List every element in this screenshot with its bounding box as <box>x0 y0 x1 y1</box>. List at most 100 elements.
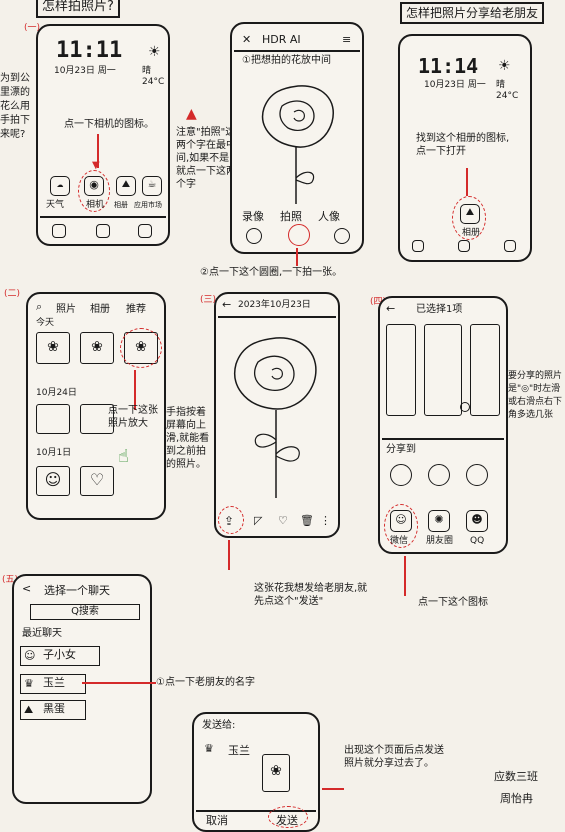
step-mark-3: (三) <box>200 295 217 305</box>
phone-dock-icon[interactable] <box>52 224 66 238</box>
arrow-to-album <box>466 168 468 196</box>
phone-share-sheet: ← 已选择1项 分享到 ☺ ✺ ☻ 微信 朋友圈 QQ <box>378 296 508 554</box>
camera-mode-portrait[interactable]: 人像 <box>318 210 340 223</box>
share-divider <box>382 438 504 440</box>
weather-app-icon[interactable]: ☁ <box>50 176 70 196</box>
photo-thumb-6[interactable]: ☺ <box>36 466 70 496</box>
cancel-button[interactable]: 取消 <box>206 814 228 827</box>
chat-avatar-1: ☺ <box>24 649 36 662</box>
moments-icon[interactable]: ✺ <box>428 510 450 532</box>
chat-select-title: 选择一个聊天 <box>44 584 110 597</box>
clock-time: 11:11 <box>56 38 123 63</box>
contact-circle-2[interactable] <box>428 464 450 486</box>
contact-circle-1[interactable] <box>390 464 412 486</box>
camera-mode-photo[interactable]: 拍照 <box>280 210 302 223</box>
recipient-name: 玉兰 <box>228 744 250 757</box>
camera-top-bar: HDR AI <box>262 33 301 46</box>
back-arrow-icon[interactable]: ← <box>222 298 232 311</box>
contacts-dock-icon[interactable] <box>96 224 110 238</box>
thumbnail-preview[interactable] <box>246 228 262 244</box>
album-highlight <box>452 196 486 240</box>
selected-photo-1[interactable] <box>386 324 416 416</box>
photo-highlight <box>120 328 162 368</box>
clock-time-2: 11:14 <box>418 54 479 78</box>
swipe-hand-icon: ☝ <box>118 446 129 467</box>
chat-row-3[interactable]: 黑蛋 <box>20 700 86 720</box>
chat-avatar-3: ⛰ <box>24 703 34 716</box>
clock-date-2: 10月23日 周一 <box>424 80 486 90</box>
photo-thumb-1[interactable]: ❀ <box>36 332 70 364</box>
section-oct1: 10月1日 <box>36 448 72 458</box>
switch-camera-icon[interactable] <box>334 228 350 244</box>
note-tap-friend: ①点一下老朋友的名字 <box>156 677 255 688</box>
messages-dock-icon[interactable] <box>138 224 152 238</box>
phone-home-screen: 11:11 10月23日 周一 ☀ 晴 24°C ☁ ◉ ⛰ ☕ 天气 相机 相… <box>36 24 170 246</box>
photo-thumb-4[interactable] <box>36 404 70 434</box>
share-back-icon[interactable]: ← <box>386 302 396 315</box>
settings-icon[interactable]: ≡ <box>342 33 352 46</box>
tab-photos[interactable]: 照片 <box>56 304 76 315</box>
share-highlight <box>218 506 244 534</box>
photo-thumb-5[interactable] <box>80 404 114 434</box>
chat-row-1[interactable]: 子小女 <box>20 646 100 666</box>
chat-name-3: 黑蛋 <box>43 702 65 715</box>
search-box[interactable]: Q搜索 <box>30 604 140 620</box>
favorite-icon[interactable]: ♡ <box>278 514 288 527</box>
qq-icon[interactable]: ☻ <box>466 510 488 532</box>
left-title: 怎样拍照片? <box>36 0 120 18</box>
gallery-search-icon[interactable]: ⌕ <box>36 300 43 313</box>
contacts-dock-icon-2[interactable] <box>458 240 470 252</box>
sun-icon: ☀ <box>148 44 161 60</box>
photo-thumb-7[interactable]: ♡ <box>80 466 114 496</box>
delete-icon[interactable]: 🗑 <box>300 514 314 527</box>
selected-photo-2[interactable] <box>424 324 462 416</box>
tab-recommend[interactable]: 推荐 <box>126 304 146 315</box>
app-label-qq: QQ <box>470 536 485 546</box>
arrow-to-send <box>322 788 344 790</box>
app-label-wechat: 微信 <box>390 536 409 546</box>
selected-photo-3[interactable] <box>470 324 500 416</box>
phone-photo-view: ← 2023年10月23日 ⇪ ◸ ♡ 🗑 ⋮ <box>214 292 340 538</box>
app-label-camera: 相机 <box>86 200 105 210</box>
step-mark-1: (一) <box>24 23 41 33</box>
shutter-button[interactable] <box>288 224 310 246</box>
selected-check-icon[interactable] <box>460 402 470 412</box>
share-to-label: 分享到 <box>386 444 416 455</box>
note-selected: 要分享的照片是"◎"时左滑或右滑点右下角多选几张 <box>508 371 563 420</box>
flash-icon[interactable]: ✕ <box>242 33 252 46</box>
messages-dock-icon-2[interactable] <box>504 240 516 252</box>
edit-icon[interactable]: ◸ <box>254 514 263 527</box>
wechat-highlight <box>384 504 418 548</box>
app-market-icon[interactable]: ☕ <box>142 176 162 196</box>
photo-thumb-2[interactable]: ❀ <box>80 332 114 364</box>
arrow-to-shutter <box>296 248 298 266</box>
chat-row-2[interactable]: 玉兰 <box>20 674 86 694</box>
phone-gallery: ⌕ 照片 相册 推荐 今天 ❀ ❀ ❀ 10月24日 10月1日 ☺ ♡ <box>26 292 166 520</box>
send-photo-preview: ❀ <box>262 754 290 792</box>
chat-back-icon[interactable]: < <box>22 582 32 595</box>
note-switch-mode: 注意"拍照"这两个字在最中间,如果不是就点一下这两个字 <box>176 127 236 190</box>
chat-avatar-2: ♛ <box>24 677 34 690</box>
sun-icon-2: ☀ <box>498 58 511 74</box>
tab-albums[interactable]: 相册 <box>90 304 110 315</box>
app-label-weather: 天气 <box>46 200 65 210</box>
more-icon[interactable]: ⋮ <box>320 514 331 527</box>
weather-text-2: 晴 24°C <box>496 80 519 101</box>
arrow-to-camera <box>97 134 99 168</box>
arrow-to-photo <box>134 370 136 410</box>
arrow-to-wechat <box>404 556 406 596</box>
recent-chats-label: 最近聊天 <box>22 628 62 639</box>
section-today: 今天 <box>36 318 55 328</box>
left-edge-note: 为到公里漂的花么用手拍下来呢? <box>0 73 30 140</box>
phone-dock-icon-2[interactable] <box>412 240 424 252</box>
contact-circle-3[interactable] <box>466 464 488 486</box>
camera-top-divider <box>234 50 360 52</box>
album-icon-label: 相册 <box>462 228 481 238</box>
gallery-app-icon[interactable]: ⛰ <box>116 176 136 196</box>
camera-mode-video[interactable]: 录像 <box>242 210 264 223</box>
signature-name: 周怡冉 <box>500 792 533 805</box>
camera-highlight <box>78 170 110 212</box>
phone-chat-select: < 选择一个聊天 Q搜索 最近聊天 子小女 ☺ 玉兰 ♛ 黑蛋 ⛰ <box>12 574 152 804</box>
step-mark-5: (五) <box>2 575 19 585</box>
photo-top-divider <box>218 316 336 318</box>
